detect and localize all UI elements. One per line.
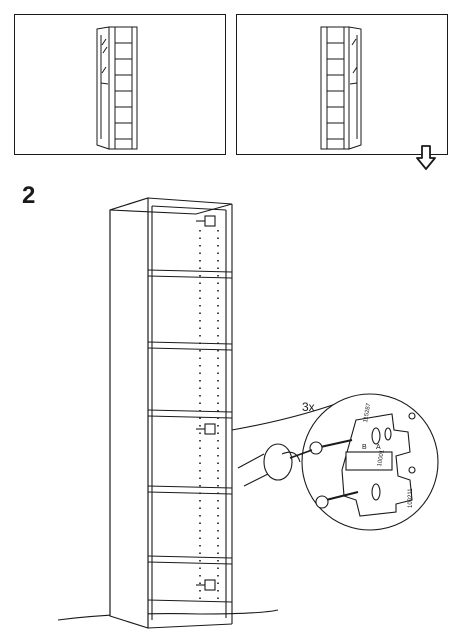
down-arrow-icon: [414, 144, 438, 172]
hole-letter-b: B: [362, 444, 367, 451]
part-code-c: 109211: [408, 488, 414, 508]
part-code-a: 115287: [363, 402, 373, 424]
hole-letter-a: A: [376, 444, 381, 451]
part-code-b: 10001: [377, 449, 386, 468]
bookcase-door-right-illustration: [320, 26, 362, 150]
bookcase-door-left-illustration: [96, 26, 138, 150]
quantity-label: 3x: [302, 400, 315, 414]
step-number: 2: [22, 182, 36, 209]
illustration-panel-left: [14, 14, 226, 155]
illustration-panel-right: [236, 14, 448, 155]
